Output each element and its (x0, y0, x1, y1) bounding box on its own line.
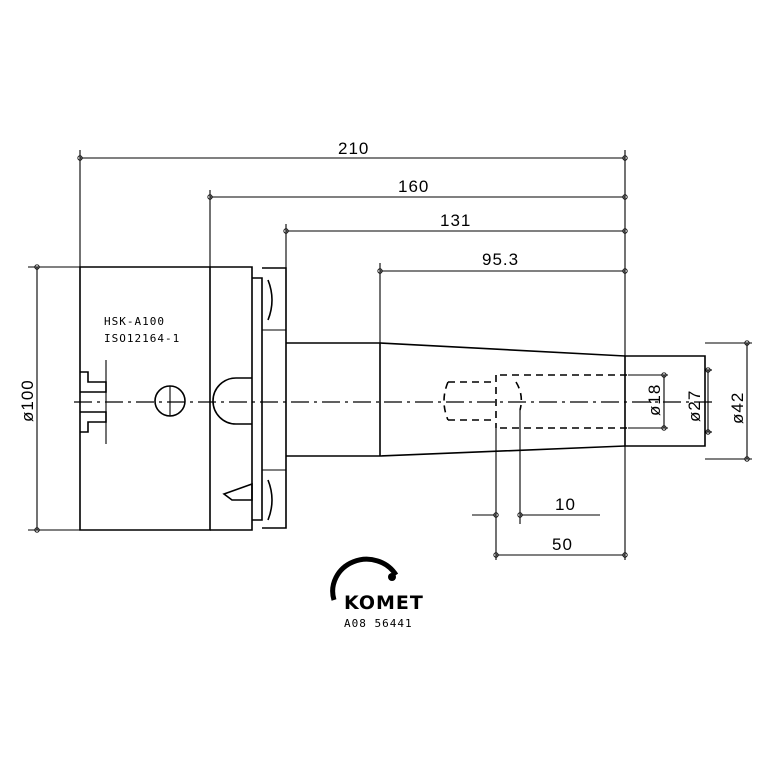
dimension-50: 50 (493, 446, 628, 560)
dimension-95-3-label: 95.3 (482, 250, 519, 269)
hsk-flange (79, 266, 211, 531)
dimension-dia-27-label: ø27 (685, 390, 704, 422)
dimension-160: 160 (207, 177, 628, 267)
dimension-dia-100: ø100 (18, 264, 80, 533)
dimension-dia-18-label: ø18 (645, 384, 664, 416)
interface-label: HSK-A100 (104, 315, 165, 328)
dimension-210: 210 (77, 139, 628, 356)
dimension-131: 131 (283, 211, 628, 268)
part-number: A08 56441 (344, 617, 413, 630)
dimension-160-label: 160 (398, 177, 429, 196)
dimension-50-label: 50 (552, 535, 573, 554)
dimension-95-3: 95.3 (377, 250, 628, 343)
logo-text: KOMET (344, 592, 424, 614)
dimension-dia-42-label: ø42 (728, 392, 747, 424)
dimension-10-label: 10 (555, 495, 576, 514)
dimension-10: 10 (472, 410, 600, 560)
collar (210, 266, 287, 531)
dimension-dia-100-label: ø100 (18, 379, 37, 422)
dimension-dia-27: ø27 (685, 367, 712, 435)
dimension-131-label: 131 (440, 211, 471, 230)
dimension-210-label: 210 (338, 139, 369, 158)
dimension-dia-42: ø42 (705, 340, 752, 462)
standard-label: ISO12164-1 (104, 332, 180, 345)
dimension-dia-18: ø18 (628, 372, 668, 431)
logo-arc (330, 556, 399, 601)
internal-bore (443, 374, 628, 429)
komet-logo: KOMET A08 56441 (330, 556, 424, 630)
